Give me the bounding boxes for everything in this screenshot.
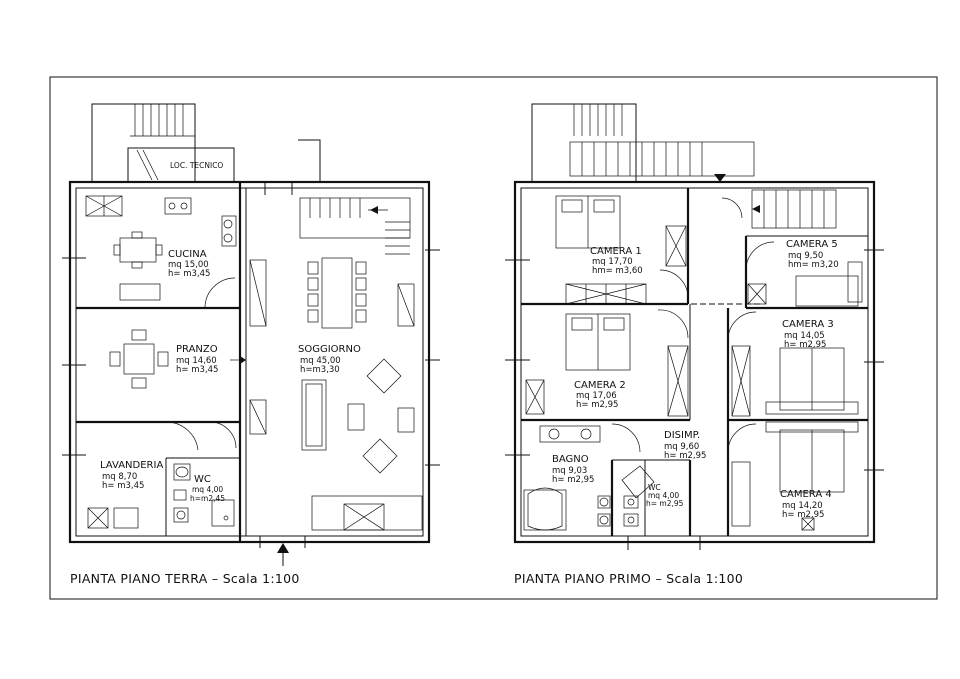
external-stair-outline <box>91 103 196 183</box>
external-stairs <box>569 104 755 182</box>
room-area-pranzo: mq 14,60 <box>176 356 217 366</box>
room-label-camera4: CAMERA 4 <box>780 489 832 500</box>
room-area-camera5: mq 9,50 <box>788 251 823 261</box>
room-height-camera5: hm= m3,20 <box>788 260 839 270</box>
door-swing <box>165 421 199 451</box>
room-area-camera3: mq 14,05 <box>784 331 825 341</box>
shower-icon <box>211 499 235 527</box>
room-area-wc-first: mq 4,00 <box>648 491 679 500</box>
room-height-lavanderia: h= m3,45 <box>102 481 144 491</box>
external-stair-outline <box>531 103 637 183</box>
sheet-border <box>49 76 938 600</box>
living-furniture <box>249 257 423 531</box>
room-area-wc-ground: mq 4,00 <box>192 485 223 494</box>
room-label-cucina: CUCINA <box>168 249 207 260</box>
living-table <box>321 257 353 329</box>
first-floor-plan: CAMERA 1 mq 17,70 hm= m3,60 CAMERA 5 mq … <box>505 103 884 586</box>
room-area-lavanderia: mq 8,70 <box>102 472 137 482</box>
window <box>62 182 440 548</box>
room-area-camera2: mq 17,06 <box>576 391 617 401</box>
room-label-camera5: CAMERA 5 <box>786 239 838 250</box>
room-height-camera2: h= m2,95 <box>576 400 618 410</box>
room-area-camera4: mq 14,20 <box>782 501 823 511</box>
room-area-camera1: mq 17,70 <box>592 257 633 267</box>
door-swing <box>745 241 775 271</box>
kitchen-furniture <box>85 195 237 301</box>
internal-stairs <box>751 189 837 229</box>
room-height-pranzo: h= m3,45 <box>176 365 218 375</box>
technical-room <box>127 147 235 183</box>
toilet-icon <box>173 463 191 481</box>
dining-table <box>123 343 155 375</box>
room-area-bagno: mq 9,03 <box>552 466 587 476</box>
room-height-wc-first: h= m2,95 <box>646 499 684 508</box>
room-label-pranzo: PRANZO <box>176 344 218 355</box>
door-swing <box>209 421 237 449</box>
door-swing <box>204 277 236 309</box>
room-label-lavanderia: LAVANDERIA <box>100 460 163 471</box>
room-height-wc-ground: h=m2,45 <box>190 494 225 503</box>
bathroom-fixtures <box>523 425 655 531</box>
room-area-cucina: mq 15,00 <box>168 260 209 270</box>
laundry-fixtures <box>87 463 235 529</box>
room-label-wc-ground: WC <box>194 474 211 485</box>
ground-floor-plan: LOC. TECNICO CUCINA mq 15,00 h= m3,45 PR… <box>62 103 440 586</box>
dining-furniture <box>109 329 169 389</box>
room-label-bagno: BAGNO <box>552 454 589 465</box>
ground-floor-title: PIANTA PIANO TERRA – Scala 1:100 <box>70 571 300 586</box>
room-height-disimp: h= m2,95 <box>664 451 706 461</box>
ground-inner-wall-line <box>75 187 424 537</box>
room-height-cucina: h= m3,45 <box>168 269 210 279</box>
door-swing <box>727 423 757 453</box>
room-height-camera1: hm= m3,60 <box>592 266 643 276</box>
bedroom-furniture <box>525 195 863 531</box>
first-floor-title: PIANTA PIANO PRIMO – Scala 1:100 <box>514 571 743 586</box>
room-area-soggiorno: mq 45,00 <box>300 356 341 366</box>
room-area-disimp: mq 9,60 <box>664 442 699 452</box>
stove-icon <box>164 197 192 215</box>
room-height-soggiorno: h=m3,30 <box>300 365 340 375</box>
room-label-camera2: CAMERA 2 <box>574 380 626 391</box>
bathtub-icon <box>523 489 567 531</box>
room-height-bagno: h= m2,95 <box>552 475 594 485</box>
room-label-soggiorno: SOGGIORNO <box>298 344 361 355</box>
door-swing <box>721 197 743 219</box>
sofa <box>301 379 327 451</box>
kitchen-table <box>119 237 157 263</box>
external-stairs <box>130 104 195 137</box>
door-swing <box>657 309 689 339</box>
door-swing <box>727 311 757 341</box>
door-swing <box>659 269 689 299</box>
room-label-camera3: CAMERA 3 <box>782 319 834 330</box>
room-label-tecnico: LOC. TECNICO <box>170 161 223 170</box>
door-swing <box>611 423 641 453</box>
room-height-camera4: h= m2,95 <box>782 510 824 520</box>
room-label-camera1: CAMERA 1 <box>590 246 642 257</box>
room-label-disimp: DISIMP. <box>664 430 700 441</box>
window <box>505 240 884 550</box>
internal-stairs <box>299 197 411 255</box>
room-height-camera3: h= m2,95 <box>784 340 826 350</box>
entrance-arrow-icon <box>277 543 289 553</box>
shower-icon <box>621 465 655 499</box>
room-label-wc-first: WC <box>648 483 661 492</box>
